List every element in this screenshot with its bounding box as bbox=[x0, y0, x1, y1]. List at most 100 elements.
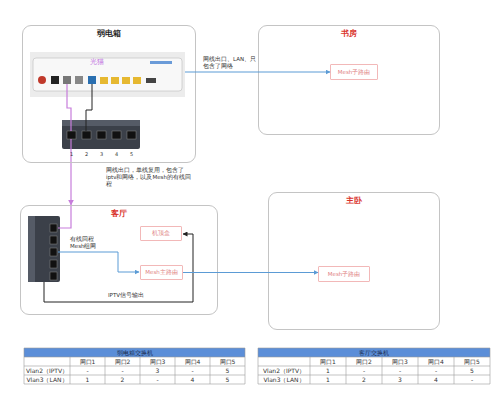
cable-connector bbox=[183, 272, 318, 273]
table-cell: 4 bbox=[175, 375, 210, 384]
iptv-cable bbox=[44, 234, 193, 302]
modem-node: 光猫 bbox=[30, 52, 185, 97]
table-cell: 网口2 bbox=[346, 357, 382, 366]
table-cell: 1 bbox=[70, 375, 105, 384]
edge-label: 网线出口，单线复用，包含了iptv和网络，以及Mesh的有线回程 bbox=[106, 167, 194, 188]
switch-photo bbox=[28, 216, 60, 282]
port-number: 2 bbox=[82, 151, 91, 158]
switch-side bbox=[28, 216, 35, 282]
device-box: Mesh主路由 bbox=[140, 265, 183, 280]
switch-port bbox=[112, 131, 121, 139]
table-cell: 网口4 bbox=[418, 357, 454, 366]
port-number: 4 bbox=[112, 151, 121, 158]
table-cell: 2 bbox=[346, 375, 382, 384]
room-box: 主卧 Mesh子路由 bbox=[268, 192, 440, 330]
table-cell: 3 bbox=[140, 366, 175, 375]
switch-port bbox=[97, 131, 106, 139]
modem-port bbox=[51, 76, 59, 84]
trunk-cable bbox=[67, 84, 71, 131]
table-cell: 网口5 bbox=[210, 357, 245, 366]
table-cell: 1 bbox=[310, 375, 346, 384]
device-label: Mesh子路由 bbox=[328, 271, 360, 277]
table-cell: - bbox=[454, 375, 490, 384]
table-grid bbox=[24, 348, 245, 384]
table-cell: Vlan3（LAN） bbox=[24, 375, 70, 384]
table-cell: 网口5 bbox=[454, 357, 490, 366]
table-header-band bbox=[24, 348, 245, 357]
table-header-band bbox=[258, 348, 490, 357]
table-cell: 网口1 bbox=[70, 357, 105, 366]
device-label: 机顶盒 bbox=[152, 230, 170, 236]
backhaul-cable bbox=[58, 252, 139, 272]
table-cell: 网口1 bbox=[310, 357, 346, 366]
switch-port bbox=[50, 272, 57, 280]
port-number: 5 bbox=[127, 151, 136, 158]
modem-port bbox=[88, 76, 96, 84]
port-number: 3 bbox=[97, 151, 106, 158]
cable-note: 有线回程 Mesh组网 bbox=[70, 236, 104, 250]
device-box: 机顶盒 bbox=[140, 226, 182, 241]
cable-connector bbox=[185, 72, 330, 73]
switch-port bbox=[127, 131, 136, 139]
switch-port bbox=[50, 224, 57, 232]
room-title: 主卧 bbox=[269, 196, 439, 206]
table-cell: - bbox=[418, 366, 454, 375]
network-cable bbox=[86, 84, 92, 131]
table-cell: 网口3 bbox=[140, 357, 175, 366]
switch-port bbox=[50, 260, 57, 268]
lan-port bbox=[133, 77, 141, 84]
device-box: Mesh子路由 bbox=[318, 266, 370, 282]
modem-photo-bg bbox=[30, 52, 185, 97]
table-cell: - bbox=[175, 366, 210, 375]
modem-label: 光猫 bbox=[90, 57, 104, 67]
table-cell: Vlan3（LAN） bbox=[258, 375, 310, 384]
table-cell: 1 bbox=[310, 366, 346, 375]
table-title: 客厅交换机 bbox=[258, 348, 490, 357]
modem-port bbox=[63, 76, 71, 84]
power-button bbox=[38, 76, 46, 84]
modem-logo bbox=[150, 61, 172, 64]
table-cell: 网口2 bbox=[105, 357, 140, 366]
switch-port bbox=[50, 248, 57, 256]
table-cell: - bbox=[346, 366, 382, 375]
modem-port bbox=[146, 78, 156, 83]
table-cell: - bbox=[382, 366, 418, 375]
table-cell: 5 bbox=[210, 366, 245, 375]
room-box: 客厅机顶盒 Mesh主路由 bbox=[20, 205, 218, 315]
lan-port bbox=[100, 77, 108, 84]
table-cell: 5 bbox=[454, 366, 490, 375]
room-title: 书房 bbox=[259, 29, 439, 39]
table-cell: 3 bbox=[382, 375, 418, 384]
table-cell: 网口3 bbox=[382, 357, 418, 366]
table-cell: - bbox=[70, 366, 105, 375]
device-box: Mesh子路由 bbox=[330, 64, 378, 80]
switch-port bbox=[50, 236, 57, 244]
table-cell: - bbox=[140, 375, 175, 384]
modem-body bbox=[33, 58, 182, 91]
room-box: 弱电箱光猫 bbox=[22, 25, 196, 163]
device-label: Mesh主路由 bbox=[145, 269, 177, 275]
table-cell: 2 bbox=[105, 375, 140, 384]
port-number: 1 bbox=[67, 151, 76, 158]
switch-port bbox=[67, 131, 76, 139]
lan-port bbox=[122, 77, 130, 84]
room-title: 客厅 bbox=[21, 209, 217, 219]
table-cell: 5 bbox=[210, 375, 245, 384]
trunk-cable bbox=[58, 205, 71, 228]
switch-photo bbox=[62, 120, 140, 149]
cable-note: IPTV信号输出 bbox=[108, 292, 160, 299]
modem-port bbox=[75, 76, 83, 84]
table-cell: - bbox=[105, 366, 140, 375]
table-grid bbox=[258, 348, 490, 384]
table-title: 弱电箱交换机 bbox=[24, 348, 245, 357]
edge-label: 网线出口、LAN、只 包含了网络 bbox=[203, 56, 259, 70]
switch-top bbox=[62, 120, 140, 126]
device-label: Mesh子路由 bbox=[338, 69, 370, 75]
switch-port bbox=[82, 131, 91, 139]
table-cell: Vlan2（IPTV） bbox=[258, 366, 310, 375]
lan-port bbox=[111, 77, 119, 84]
cable-connector bbox=[70, 163, 71, 205]
table-cell: Vlan2（IPTV） bbox=[24, 366, 70, 375]
